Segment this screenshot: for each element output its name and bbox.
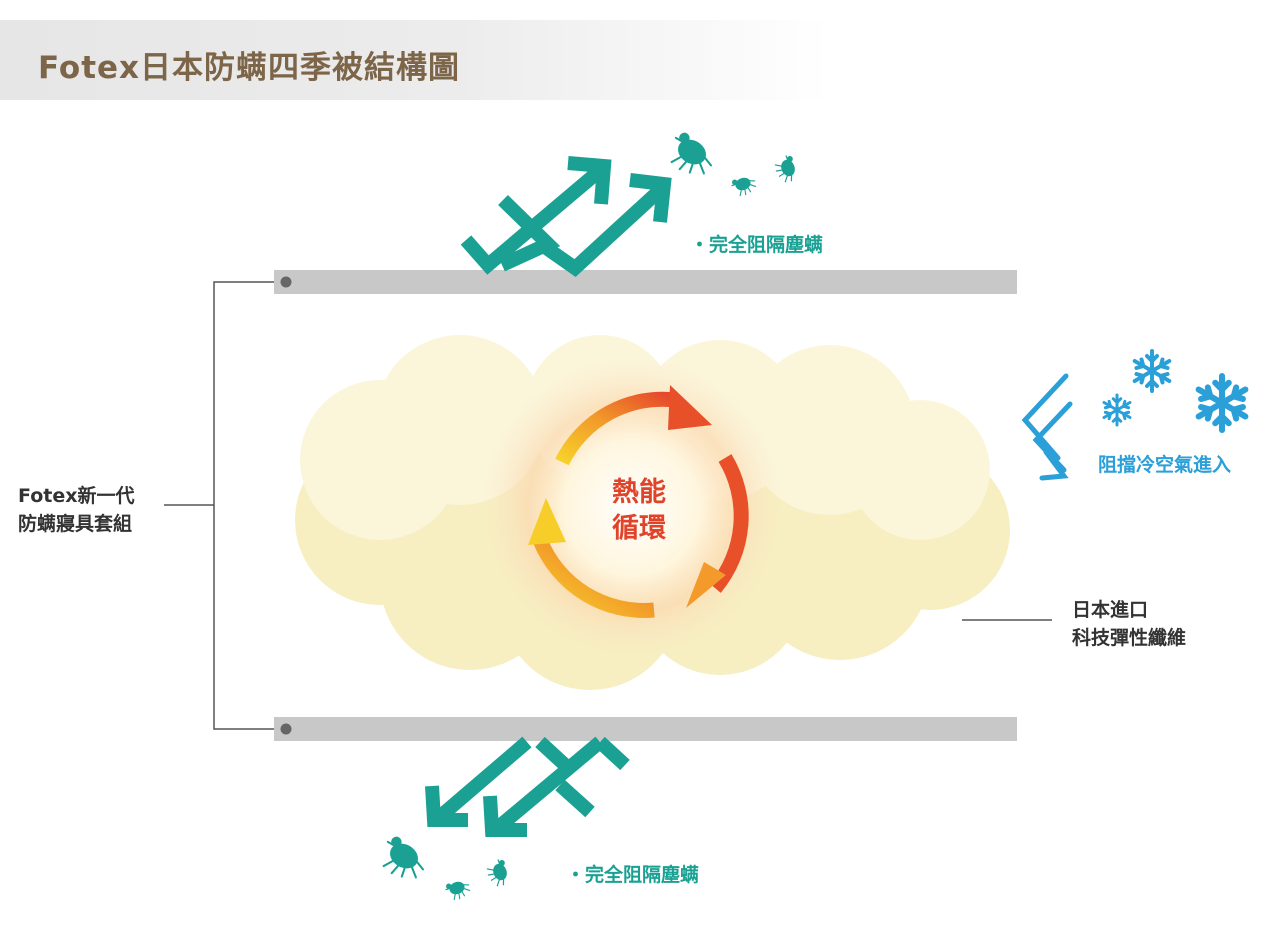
- fiber-label-line2: 科技彈性纖維: [1072, 627, 1187, 649]
- bottom-layer-dot: [280, 723, 292, 735]
- top-bounce-arrow-icon: [460, 156, 672, 277]
- page-title: Fotex日本防螨四季被結構圖: [38, 50, 461, 86]
- top-fabric-layer: [274, 270, 1017, 294]
- bottom-bounce-arrow-icon: [425, 736, 630, 837]
- title-banner: [0, 20, 830, 100]
- fiber-cloud: [295, 335, 1010, 690]
- top-barrier-label: ・完全阻隔塵螨: [690, 234, 824, 256]
- bottom-barrier-label: ・完全阻隔塵螨: [566, 864, 700, 886]
- dust-mite-icon-bottom: [374, 832, 513, 903]
- top-layer-dot: [280, 276, 292, 288]
- cycle-arrows-icon: [528, 385, 749, 618]
- fiber-label-line1: 日本進口: [1072, 599, 1149, 621]
- bracket-line: [164, 281, 286, 730]
- heat-cycle-label: 熱能 循環: [612, 475, 666, 547]
- snowflake-icon: [1102, 349, 1245, 430]
- cold-air-arrow-icon: [1021, 373, 1073, 481]
- heat-cycle-line2: 循環: [612, 513, 666, 544]
- bedding-set-line2: 防螨寢具套組: [18, 513, 133, 535]
- cold-block-label: 阻擋冷空氣進入: [1098, 454, 1232, 476]
- bedding-set-line1: Fotex新一代: [18, 485, 135, 507]
- dust-mite-icon: [662, 128, 801, 199]
- fiber-label: 日本進口 科技彈性纖維: [1072, 596, 1186, 652]
- bedding-set-label: Fotex新一代 防螨寢具套組: [18, 482, 135, 538]
- heat-cycle-line1: 熱能: [612, 477, 666, 508]
- bottom-fabric-layer: [274, 717, 1017, 741]
